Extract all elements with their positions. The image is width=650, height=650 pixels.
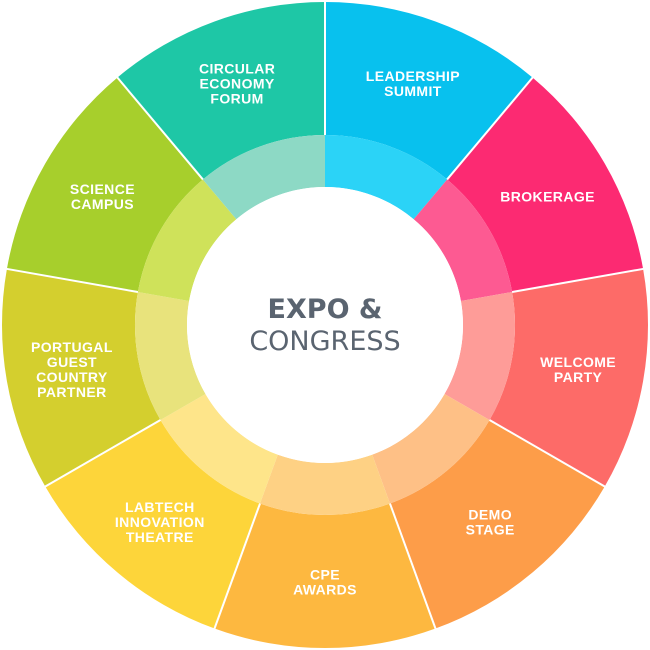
- segment-welcome-party: [489, 268, 648, 487]
- segment-label-line: SUMMIT: [384, 83, 442, 99]
- segment-leadership-summit: [325, 2, 533, 180]
- segment-divider: [389, 503, 438, 631]
- segment-label-line: CPE: [310, 567, 340, 583]
- segment-label-line: INNOVATION: [115, 514, 205, 530]
- segment-label-line: FORUM: [210, 90, 263, 106]
- segment-demo-stage: [389, 420, 605, 629]
- center-title-line2: CONGRESS: [249, 326, 400, 357]
- segment-divider: [43, 419, 161, 489]
- segment-inner-leadership-summit: [325, 135, 448, 220]
- segment-label-line: AWARDS: [293, 582, 357, 598]
- segment-inner-circular-economy-forum: [202, 135, 325, 220]
- segment-divider: [4, 267, 139, 293]
- segment-label-line: CAMPUS: [71, 196, 134, 212]
- segment-portugal-guest-country-partner: [1, 268, 161, 487]
- segment-inner-demo-stage: [372, 394, 490, 504]
- segment-label-line: CIRCULAR: [199, 60, 275, 76]
- segment-cpe-awards: [214, 503, 436, 648]
- center-title-line1: EXPO &: [268, 294, 383, 325]
- segment-label-line: DEMO: [468, 506, 512, 522]
- segment-label-line: WELCOME: [540, 354, 616, 370]
- segment-dividers: [4, 0, 646, 631]
- segment-label-line: BROKERAGE: [500, 189, 595, 205]
- segment-divider: [446, 75, 535, 181]
- segment-label-line: SCIENCE: [70, 181, 135, 197]
- segment-label-line: GUEST: [47, 354, 97, 370]
- segment-label-line: PARTNER: [37, 384, 106, 400]
- segment-label-line: COUNTRY: [36, 369, 108, 385]
- segment-divider: [115, 75, 204, 181]
- segment-label-line: LABTECH: [125, 499, 195, 515]
- segment-inner-brokerage: [413, 179, 513, 302]
- segment-inner-cpe-awards: [260, 454, 390, 515]
- segment-label-line: PORTUGAL: [31, 339, 113, 355]
- segment-divider: [511, 267, 646, 293]
- center-disc: [187, 187, 463, 463]
- inner-ring: [134, 135, 515, 515]
- segment-label-brokerage: BROKERAGE: [500, 189, 595, 205]
- segment-label-line: PARTY: [554, 369, 603, 385]
- segment-divider: [489, 419, 607, 489]
- segment-label-line: LEADERSHIP: [366, 68, 460, 84]
- segment-label-line: STAGE: [466, 521, 515, 537]
- segment-science-campus: [6, 77, 203, 293]
- segment-inner-portugal-guest-country-partner: [134, 292, 206, 420]
- segment-brokerage: [447, 77, 644, 293]
- segment-divider: [212, 503, 261, 631]
- segment-label-line: ECONOMY: [200, 75, 275, 91]
- segment-labtech-innovation-theatre: [45, 420, 261, 629]
- segment-label-line: THEATRE: [126, 529, 194, 545]
- segment-inner-science-campus: [137, 179, 237, 302]
- segment-inner-labtech-innovation-theatre: [160, 394, 278, 504]
- segment-circular-economy-forum: [117, 2, 325, 180]
- segment-inner-welcome-party: [444, 292, 515, 420]
